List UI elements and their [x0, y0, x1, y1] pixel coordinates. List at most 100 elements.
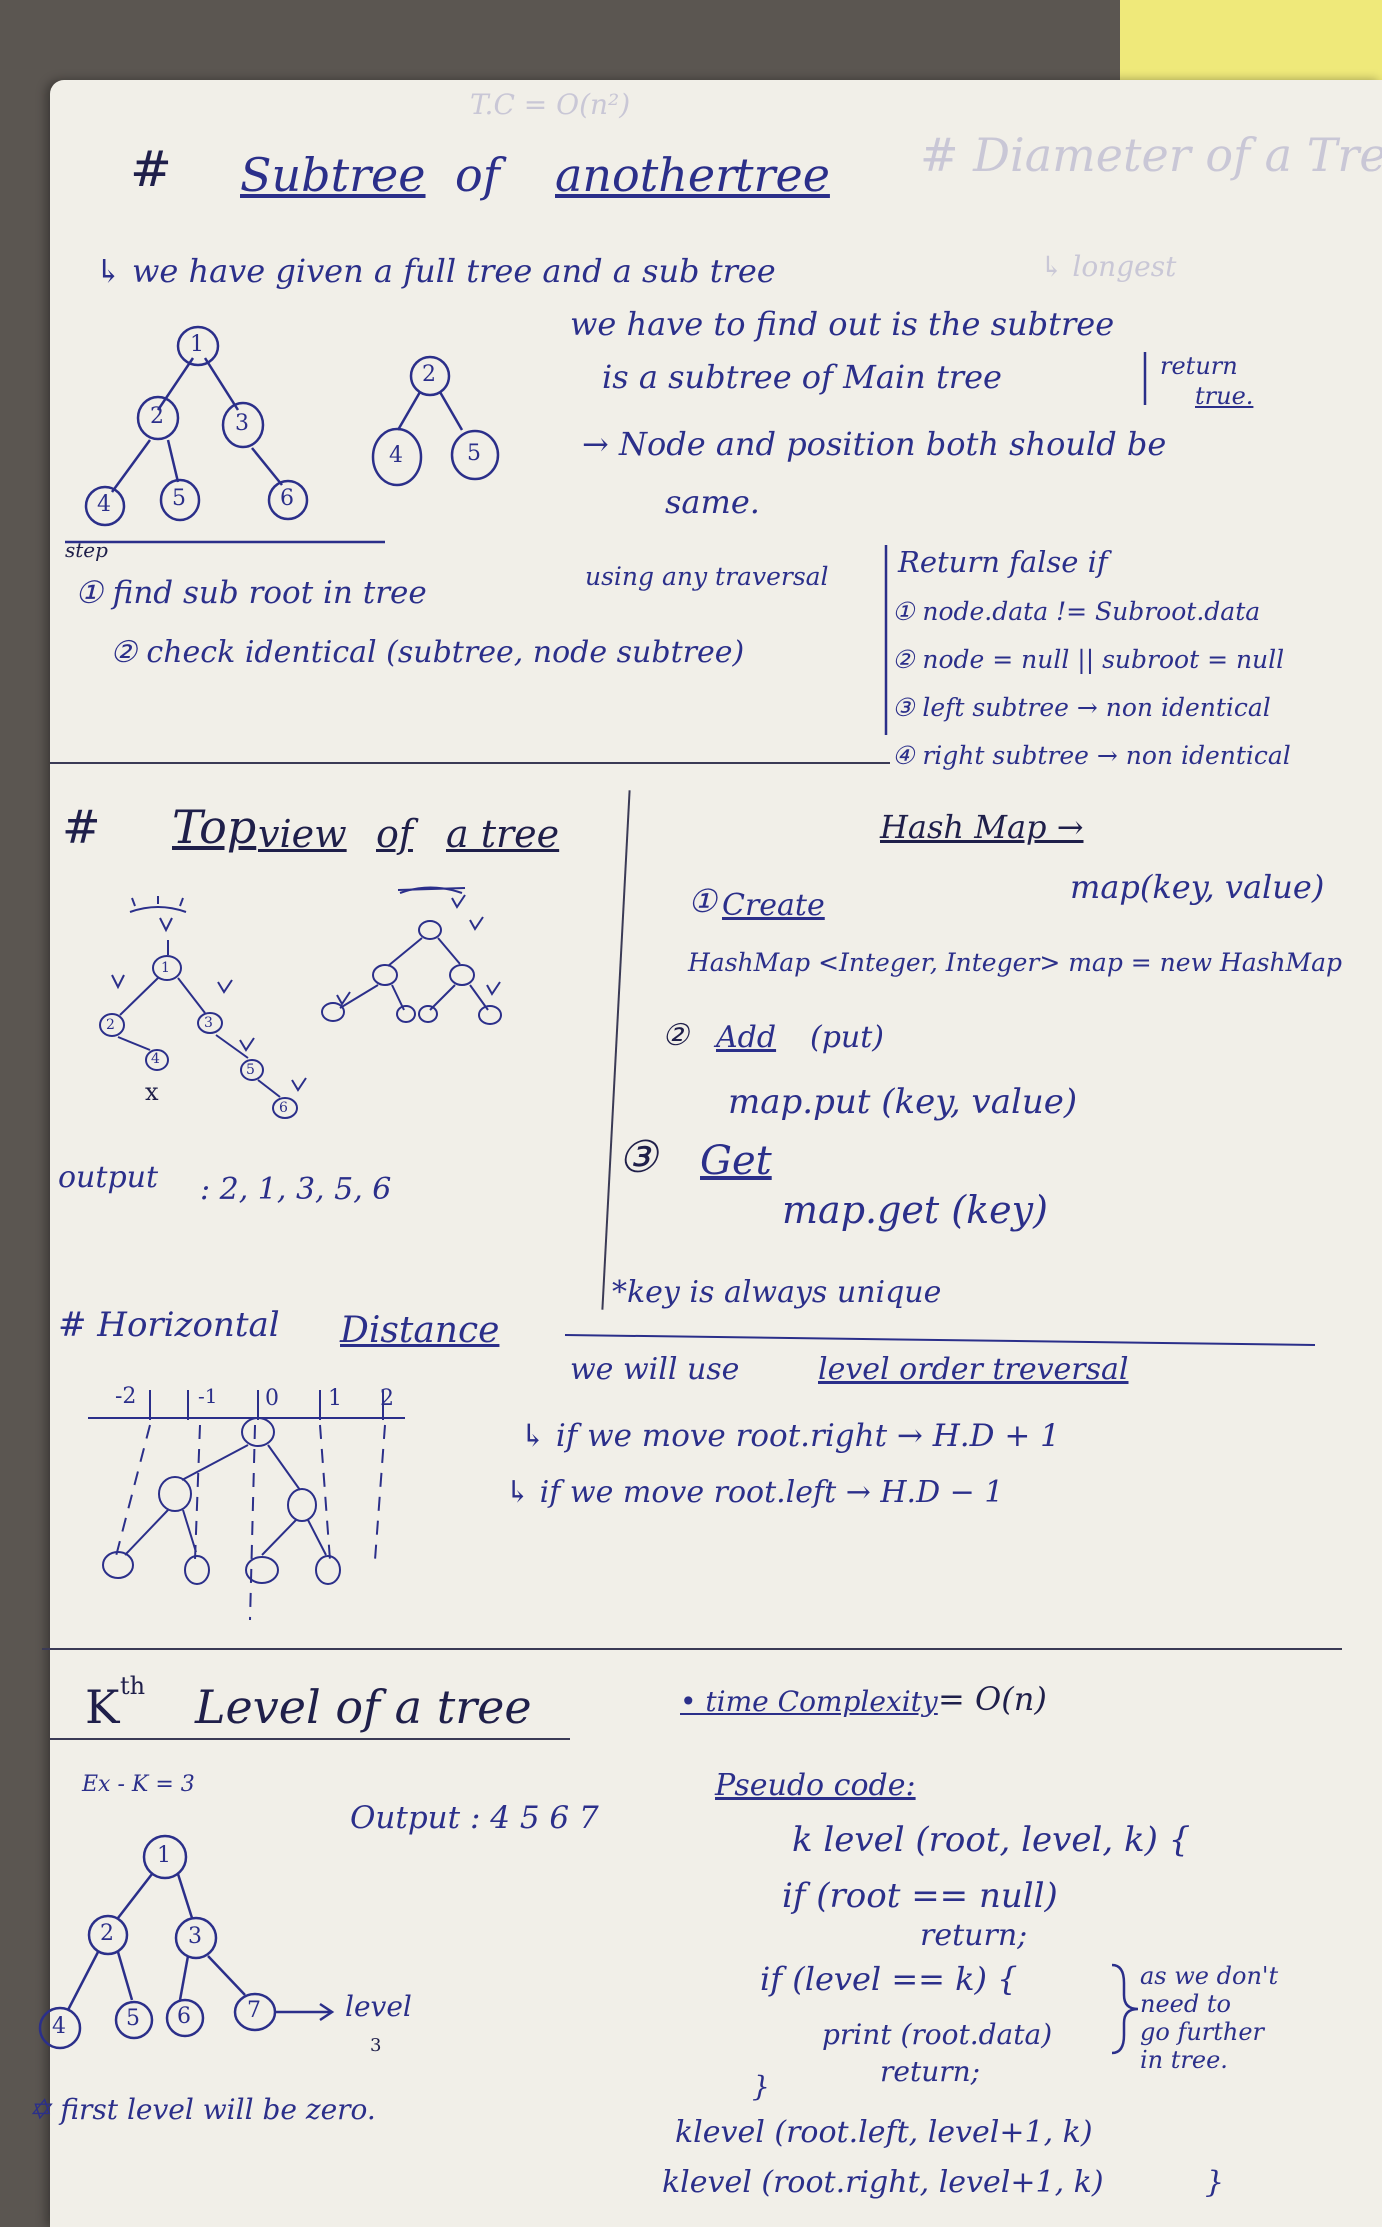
- section4-code-line-10: }: [1205, 2165, 1225, 2200]
- section1-main-node-4: 4: [97, 492, 111, 517]
- section4-brace-note-3: go further: [1140, 2018, 1265, 2046]
- section4-code-line-5: print (root.data): [822, 2018, 1053, 2051]
- section1-title-tree: tree: [735, 148, 830, 202]
- section1-return-item-3: ③ left subtree → non identical: [892, 693, 1271, 722]
- section4-node-2: 2: [100, 1921, 114, 1946]
- section2-output-value: : 2, 1, 3, 5, 6: [200, 1172, 392, 1207]
- sticky-note: [1120, 0, 1382, 95]
- section4-node-1: 1: [157, 1843, 171, 1868]
- section3-title-a: # Horizontal: [58, 1305, 280, 1345]
- section4-example: Ex - K = 3: [82, 1772, 195, 1797]
- section4-code-line-9: klevel (root.right, level+1, k): [662, 2165, 1104, 2200]
- divider-2: [42, 1648, 1342, 1650]
- section1-return-item-4: ④ right subtree → non identical: [892, 741, 1291, 770]
- section1-step1-note: using any traversal: [585, 562, 829, 591]
- section4-node-4: 4: [52, 2014, 66, 2039]
- ghost-right-line: ↳ longest: [1040, 250, 1177, 283]
- section4-brace-note-2: need to: [1140, 1990, 1231, 2018]
- section1-main-node-1: 1: [190, 332, 204, 357]
- section4-level-num: 3: [370, 2035, 382, 2056]
- section1-title-subtree: Subtree: [240, 148, 426, 202]
- section1-return-item-2: ② node = null || subroot = null: [892, 645, 1285, 674]
- section4-title-underline: [50, 1738, 570, 1740]
- section1-return-title: Return false if: [898, 545, 1108, 579]
- section1-main-node-6: 6: [280, 486, 294, 511]
- section2-output-label: output: [58, 1160, 159, 1195]
- hashmap-add-num: ②: [662, 1018, 689, 1053]
- section2-node-1: 1: [161, 960, 170, 976]
- section4-time-a: • time Complexity: [680, 1685, 938, 1718]
- section4-code-line-8: klevel (root.left, level+1, k): [675, 2115, 1093, 2150]
- section2-title-view: view: [258, 812, 347, 856]
- section2-node-3: 3: [204, 1015, 213, 1031]
- hashmap-get-label: Get: [700, 1138, 772, 1184]
- section4-title-k: K: [85, 1680, 120, 1734]
- section3-axis-1: 1: [328, 1386, 342, 1411]
- section1-line3: is a subtree of Main tree: [602, 358, 1002, 396]
- section2-node-4: 4: [151, 1051, 160, 1067]
- section1-hash: #: [130, 140, 172, 198]
- section4-code-line-3: return;: [920, 1918, 1028, 1953]
- section1-return-note-a: return: [1160, 352, 1238, 380]
- section4-pseudo-title: Pseudo code:: [715, 1768, 916, 1803]
- section1-arrow-note-a: → Node and position both should be: [582, 425, 1167, 463]
- hashmap-create-num: ①: [688, 882, 717, 920]
- section1-return-note-b: true.: [1195, 382, 1254, 410]
- hashmap-title: Hash Map →: [880, 808, 1084, 846]
- section1-line1: ↳ we have given a full tree and a sub tr…: [95, 252, 776, 290]
- section2-title-of: of: [376, 812, 413, 856]
- section1-step2: ② check identical (subtree, node subtree…: [110, 635, 745, 670]
- section4-time-b: = O(n): [938, 1680, 1047, 1718]
- section3-line3: ↳ if we move root.left → H.D − 1: [505, 1475, 1004, 1510]
- section1-return-item-1: ① node.data != Subroot.data: [892, 597, 1261, 626]
- section1-main-node-5: 5: [172, 486, 186, 511]
- divider-1: [50, 762, 890, 764]
- section4-code-line-2: if (root == null): [782, 1876, 1058, 1916]
- section2-node-6: 6: [279, 1100, 288, 1116]
- section4-node-7: 7: [247, 1998, 261, 2023]
- section4-code-line-4: if (level == k) {: [760, 1960, 1018, 1998]
- section3-axis-2: 2: [380, 1386, 394, 1411]
- section3-axis-0: 0: [265, 1386, 279, 1411]
- section1-sub-node-4: 4: [389, 443, 403, 468]
- hashmap-add-paren: (put): [810, 1020, 884, 1055]
- section3-line1-a: we will use: [570, 1352, 740, 1387]
- section4-note: ✡ first level will be zero.: [28, 2093, 376, 2126]
- notebook-page: [50, 80, 1382, 2227]
- section2-node-2: 2: [106, 1017, 115, 1033]
- section4-node-6: 6: [177, 2004, 191, 2029]
- hashmap-get-num: ③: [618, 1132, 658, 1183]
- ghost-formula: T.C = O(n²): [470, 88, 631, 121]
- section2-title-a-tree: a tree: [446, 812, 560, 856]
- section4-level-label: level: [345, 1990, 412, 2023]
- section1-main-node-2: 2: [150, 404, 164, 429]
- section2-x-mark: x: [145, 1078, 159, 1106]
- section4-output: Output : 4 5 6 7: [350, 1800, 599, 1836]
- hashmap-create-label: Create: [722, 888, 825, 923]
- section4-code-line-7: }: [752, 2070, 770, 2103]
- section3-title-b: Distance: [340, 1310, 500, 1351]
- hashmap-add-code: map.put (key, value): [728, 1082, 1078, 1122]
- hashmap-get-code: map.get (key): [782, 1188, 1048, 1232]
- section2-hash: #: [62, 800, 101, 854]
- section4-code-line-6: return;: [880, 2055, 981, 2088]
- section2-title-top: Top: [172, 800, 257, 854]
- section4-node-3: 3: [188, 1924, 202, 1949]
- section4-brace-note-1: as we don't: [1140, 1962, 1279, 1990]
- section4-brace-note-4: in tree.: [1140, 2046, 1228, 2074]
- section1-main-node-3: 3: [235, 411, 249, 436]
- section1-line2: we have to find out is the subtree: [570, 305, 1115, 343]
- section1-title-another: another: [555, 148, 738, 202]
- section4-title-th: th: [120, 1672, 146, 1700]
- ghost-right-title: # Diameter of a Tree: [920, 128, 1382, 182]
- section3-line2: ↳ if we move root.right → H.D + 1: [520, 1418, 1060, 1454]
- section2-node-5: 5: [246, 1062, 255, 1078]
- section3-line1-b: level order treversal: [818, 1352, 1129, 1387]
- section1-step1: ① find sub root in tree: [75, 575, 427, 611]
- hashmap-create-code: HashMap <Integer, Integer> map = new Has…: [688, 948, 1343, 977]
- hashmap-add-label: Add: [716, 1020, 777, 1055]
